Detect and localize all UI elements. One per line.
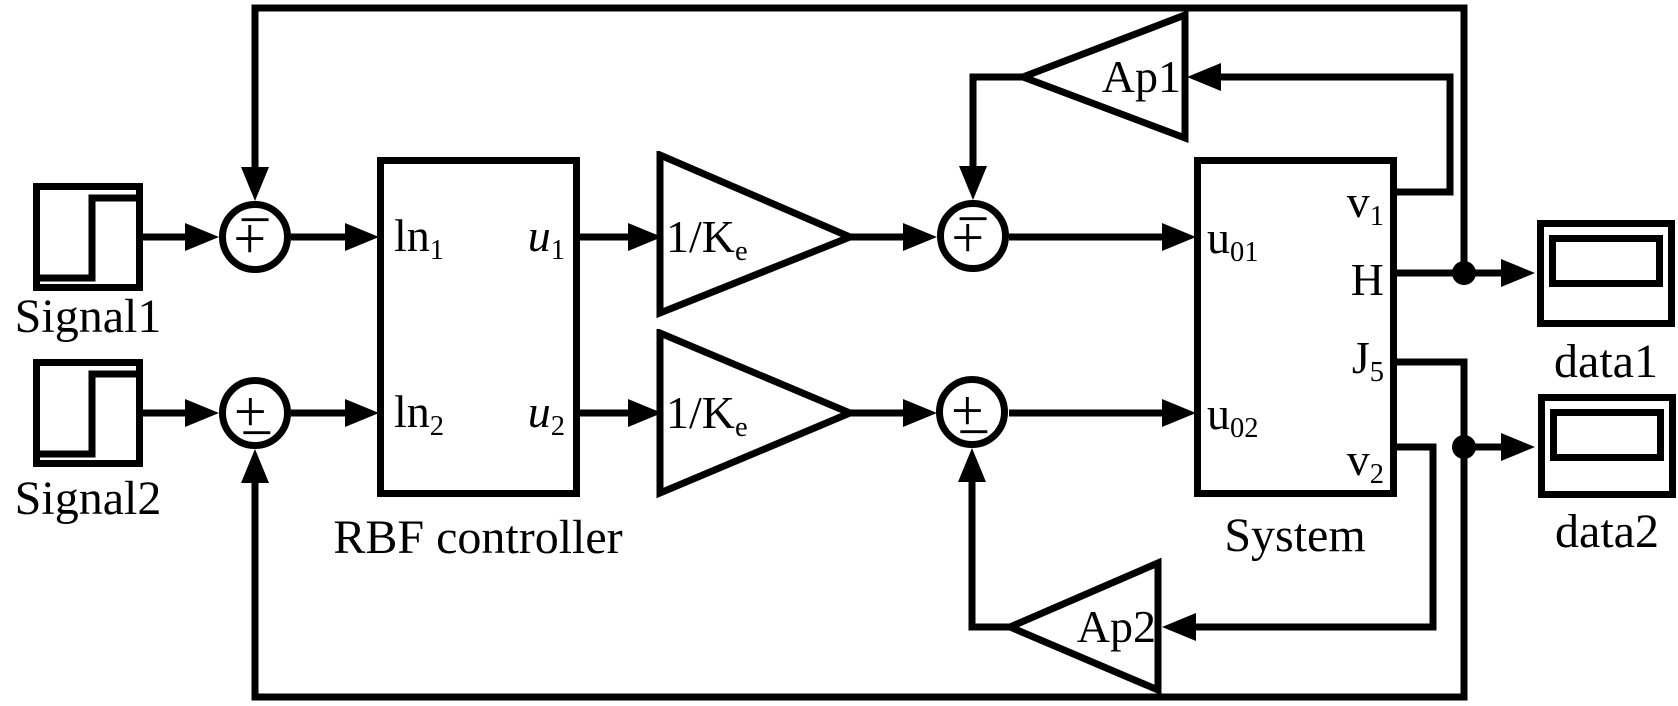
minus-sign: − bbox=[956, 186, 990, 252]
minus-sign: − bbox=[240, 399, 274, 465]
plus-sign: + bbox=[951, 378, 984, 444]
rbf-controller-block: ln1 ln2 u1 u2 bbox=[377, 157, 580, 497]
port-v1-base: v bbox=[1346, 176, 1370, 227]
port-ln2-sub: 2 bbox=[429, 410, 445, 442]
port-v2: v2 bbox=[1346, 434, 1384, 489]
step-source-signal1 bbox=[33, 183, 143, 291]
wire-sum2-to-rbf-ln2 bbox=[291, 399, 379, 427]
port-u02: u02 bbox=[1207, 388, 1259, 443]
scope-screen-icon bbox=[1549, 235, 1663, 287]
port-j5-base: J bbox=[1351, 332, 1370, 383]
wire-rbf-u1-to-gain1 bbox=[580, 223, 662, 251]
wire-sum3-to-system-u01 bbox=[1009, 223, 1196, 251]
scope-data1 bbox=[1537, 220, 1675, 327]
wire-j5-to-data2 bbox=[1452, 433, 1535, 461]
port-h-base: H bbox=[1350, 254, 1384, 305]
gain-ke2-label: 1/Ke bbox=[666, 387, 748, 442]
step-icon bbox=[40, 194, 136, 282]
wire-rbf-u2-to-gain2 bbox=[580, 399, 662, 427]
sum-junction-3: − + bbox=[937, 190, 1009, 272]
wire-v1-to-ap1 bbox=[1187, 63, 1454, 196]
sum-junction-2: + − bbox=[219, 377, 291, 461]
plus-sign: + bbox=[234, 379, 267, 445]
port-ln1: ln1 bbox=[394, 210, 444, 265]
gain-ap1-triangle: Ap1 bbox=[1013, 9, 1195, 145]
gain-triangle-icon bbox=[656, 327, 860, 499]
port-v2-base: v bbox=[1346, 434, 1370, 485]
scope-data2 bbox=[1538, 394, 1676, 498]
data2-label: data2 bbox=[1555, 505, 1659, 558]
sum-junction-1: − + bbox=[219, 191, 291, 273]
port-u1-base: u bbox=[527, 210, 551, 261]
gain-ke1-label: 1/Ke bbox=[666, 211, 748, 266]
rbf-controller-caption: RBF controller bbox=[333, 511, 623, 564]
gain-ap2-triangle: Ap2 bbox=[1001, 555, 1166, 696]
scope-screen-icon bbox=[1550, 409, 1664, 461]
port-u01-base: u bbox=[1207, 212, 1230, 263]
gain-ke1-sub: e bbox=[735, 235, 748, 267]
port-u1: u1 bbox=[527, 210, 565, 265]
wire-v2-to-ap2 bbox=[1162, 443, 1437, 641]
port-u1-sub: 1 bbox=[550, 234, 565, 266]
wire-gain1-to-sum3 bbox=[850, 223, 937, 251]
port-ln1-sub: 1 bbox=[429, 234, 445, 266]
wire-h-feedback-to-sum1 bbox=[241, 4, 1468, 273]
port-ln2-base: ln bbox=[394, 386, 430, 437]
port-ln2: ln2 bbox=[394, 386, 444, 441]
port-u02-base: u bbox=[1207, 388, 1230, 439]
branch-dot-j5 bbox=[1452, 435, 1476, 459]
port-u2: u2 bbox=[527, 386, 565, 441]
wire-sum1-to-rbf-ln1 bbox=[291, 223, 379, 251]
gain-ke2-sub: e bbox=[735, 411, 748, 443]
gain-ke2-triangle: 1/Ke bbox=[656, 327, 860, 499]
port-u02-sub: 02 bbox=[1230, 412, 1259, 444]
port-u2-sub: 2 bbox=[550, 410, 565, 442]
system-caption: System bbox=[1224, 509, 1366, 562]
data1-label: data1 bbox=[1554, 335, 1658, 388]
signal1-label: Signal1 bbox=[14, 290, 162, 343]
port-j5-sub: 5 bbox=[1369, 356, 1384, 388]
port-u01: u01 bbox=[1207, 212, 1259, 267]
port-j5: J5 bbox=[1351, 332, 1384, 387]
system-block: u01 u02 v1 H J5 v2 bbox=[1194, 157, 1397, 497]
plus-sign: + bbox=[233, 206, 267, 272]
gain-ap2-label: Ap2 bbox=[1076, 601, 1156, 652]
port-h: H bbox=[1351, 254, 1384, 306]
gain-ap1-label: Ap1 bbox=[1101, 51, 1181, 102]
wire-signal2-to-sum2 bbox=[143, 399, 219, 427]
step-icon bbox=[40, 370, 136, 458]
plus-sign: + bbox=[951, 205, 985, 271]
gain-triangle-icon bbox=[656, 149, 860, 319]
port-u01-sub: 01 bbox=[1230, 236, 1259, 268]
port-v1-sub: 1 bbox=[1369, 200, 1384, 232]
minus-sign: − bbox=[957, 398, 991, 464]
port-v2-sub: 2 bbox=[1369, 458, 1384, 490]
step-source-signal2 bbox=[33, 359, 143, 467]
gain-triangle-icon bbox=[1001, 557, 1162, 696]
wire-signal1-to-sum1 bbox=[143, 223, 219, 251]
wire-ap2-to-sum4 bbox=[958, 448, 1010, 631]
gain-ke2-base: 1/K bbox=[666, 387, 735, 438]
wire-gain2-to-sum4 bbox=[850, 399, 937, 427]
port-v1: v1 bbox=[1346, 176, 1384, 231]
minus-sign: − bbox=[238, 187, 272, 253]
gain-triangle-icon bbox=[1013, 9, 1189, 144]
port-u2-base: u bbox=[527, 386, 551, 437]
wire-ap1-to-sum3 bbox=[959, 73, 1023, 200]
sum-junction-4: + − bbox=[936, 376, 1008, 460]
signal2-label: Signal2 bbox=[14, 472, 162, 525]
wire-sum4-to-system-u02 bbox=[1009, 399, 1196, 427]
wire-j5-feedback-to-sum2 bbox=[241, 358, 1468, 701]
gain-ke1-base: 1/K bbox=[666, 211, 735, 262]
port-ln1-base: ln bbox=[394, 210, 430, 261]
gain-ke1-triangle: 1/Ke bbox=[656, 149, 860, 321]
